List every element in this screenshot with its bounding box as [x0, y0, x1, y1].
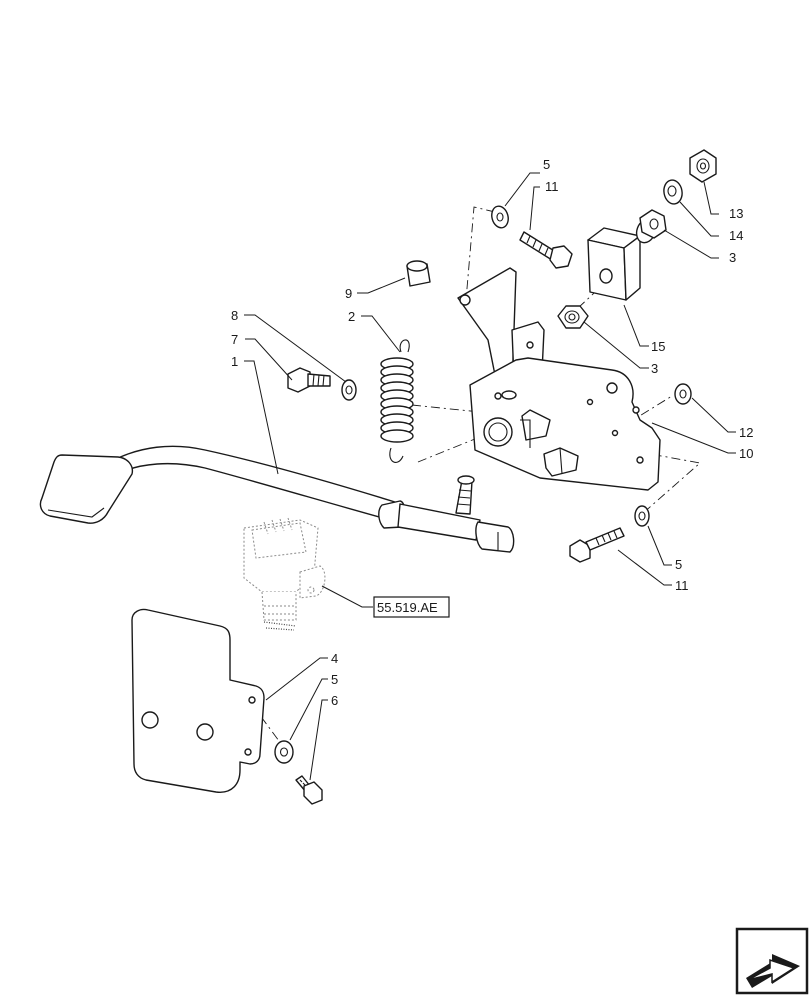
- callout-1: 1: [231, 354, 238, 369]
- reference-link[interactable]: 55.519.AE: [373, 596, 450, 618]
- callout-8: 8: [231, 308, 238, 323]
- bolt-7: [287, 367, 331, 393]
- washer-14: [663, 179, 683, 205]
- callout-15: 15: [651, 339, 665, 354]
- callout-5-right: 5: [675, 557, 682, 572]
- callout-11-bottom: 11: [675, 578, 689, 593]
- bolt-11-top: [519, 231, 573, 269]
- callout-12: 12: [739, 425, 753, 440]
- callout-labels: 1 2 3 3 4 5 5 5 6 7 8 9 10 11 11 12 13 1…: [231, 157, 753, 708]
- washer-5-bottom: [274, 740, 294, 764]
- callout-13: 13: [729, 206, 743, 221]
- flange-nut-3-lower: [557, 305, 589, 329]
- callout-14: 14: [729, 228, 743, 243]
- leader-lines: [244, 172, 736, 781]
- washer-8: [341, 379, 357, 401]
- pedal-assembly: [39, 445, 515, 553]
- bolt-6: [295, 775, 323, 805]
- reference-label[interactable]: 55.519.AE: [377, 600, 438, 615]
- callout-9: 9: [345, 286, 352, 301]
- cover-plate: [131, 608, 265, 793]
- callout-5-bottom: 5: [331, 672, 338, 687]
- reference-box[interactable]: [373, 596, 450, 618]
- callout-7: 7: [231, 332, 238, 347]
- callout-11-top: 11: [545, 179, 559, 194]
- callout-2: 2: [348, 309, 355, 324]
- washer-12: [674, 383, 692, 405]
- block-15: [587, 227, 641, 301]
- callout-10: 10: [739, 446, 753, 461]
- callout-4: 4: [331, 651, 338, 666]
- pedal-switch: [243, 517, 326, 631]
- callout-5-top: 5: [543, 157, 550, 172]
- washer-5-top: [491, 205, 509, 229]
- mounting-bracket: [457, 267, 661, 491]
- callout-3-upper: 3: [729, 250, 736, 265]
- tension-spring: [380, 339, 414, 463]
- callout-6: 6: [331, 693, 338, 708]
- callout-3-lower: 3: [651, 361, 658, 376]
- nut-13: [689, 149, 717, 183]
- flange-nut-3-upper: [635, 209, 667, 244]
- bushing: [406, 260, 431, 287]
- next-page-arrow-icon[interactable]: [735, 927, 809, 995]
- washer-5-right: [634, 505, 650, 527]
- bolt-11-bottom: [569, 527, 625, 563]
